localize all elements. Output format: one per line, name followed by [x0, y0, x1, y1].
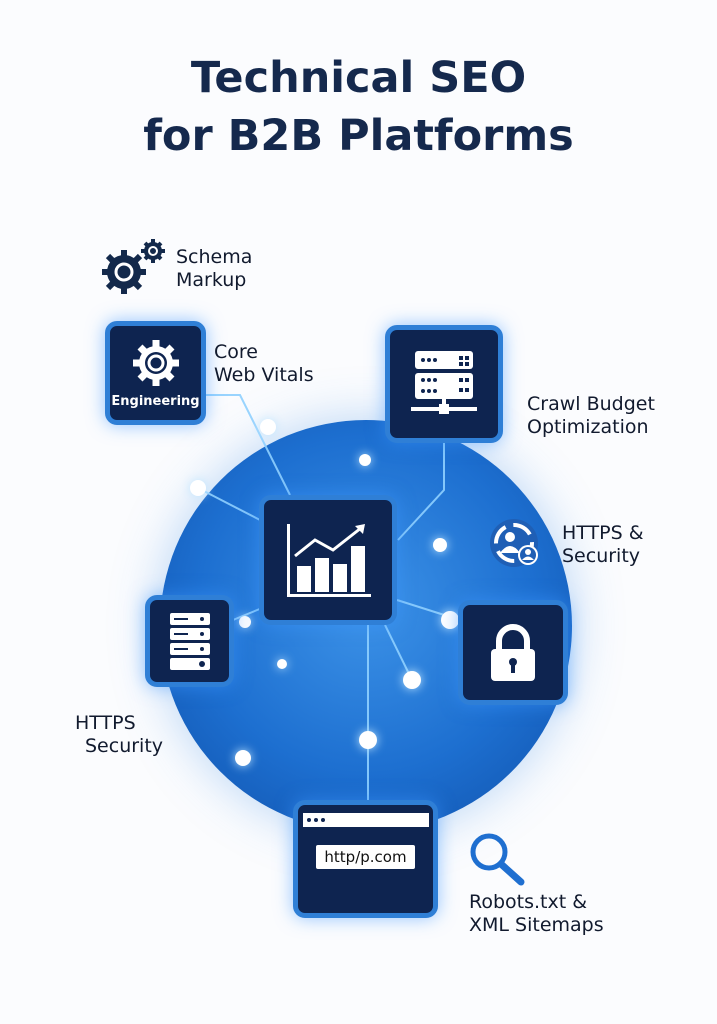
user-security-icon	[490, 519, 538, 567]
bar-chart-growth-icon	[287, 524, 371, 597]
label-robots-sitemaps: Robots.txt &XML Sitemaps	[469, 891, 604, 936]
title-line-2: for B2B Platforms	[143, 111, 574, 161]
title-line-1: Technical SEO	[190, 53, 527, 103]
magnifier-icon	[470, 833, 525, 886]
gears-icon	[102, 239, 165, 294]
label-https-security-1: HTTPS &Security	[562, 522, 644, 567]
gear-icon	[132, 339, 179, 386]
analytics-chart-box	[259, 495, 397, 625]
lock-box	[458, 600, 568, 705]
browser-window-box: http/p.com	[293, 800, 438, 918]
url-bar: http/p.com	[316, 845, 415, 869]
crawl-server-box	[385, 325, 503, 443]
server-network-icon	[411, 351, 477, 414]
engineering-box: Engineering	[105, 321, 206, 425]
server-box	[145, 595, 234, 687]
browser-title-bar	[302, 813, 429, 827]
engineering-label: Engineering	[111, 393, 200, 409]
padlock-icon	[491, 623, 535, 681]
server-rack-icon	[169, 613, 210, 670]
